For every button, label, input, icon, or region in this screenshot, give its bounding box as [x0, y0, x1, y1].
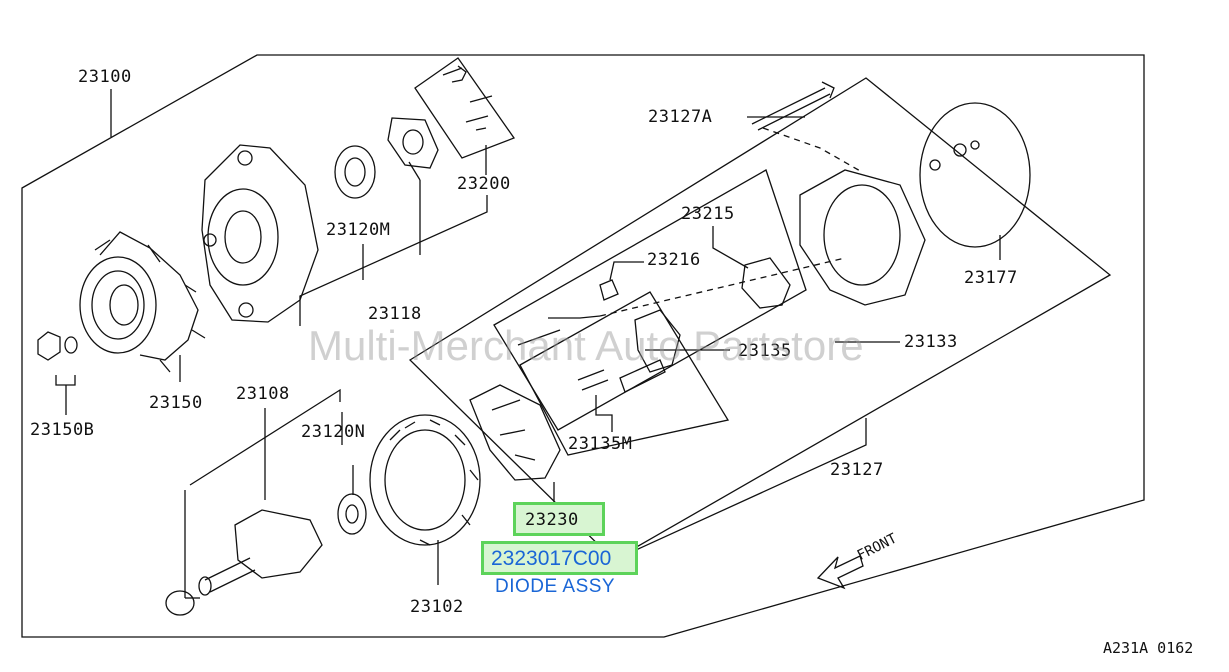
part-description[interactable]: DIODE ASSY [495, 576, 616, 597]
label-23150b: 23150B [30, 420, 95, 440]
label-23135: 23135 [738, 341, 792, 361]
label-23100: 23100 [78, 67, 132, 87]
label-23135m: 23135M [568, 434, 633, 454]
label-23215: 23215 [681, 204, 735, 224]
label-23127a: 23127A [648, 107, 713, 127]
diagram-code: A231A 0162 [1103, 639, 1194, 657]
part-number: 2323017C00 [491, 547, 612, 570]
part-number-link[interactable]: 2323017C00 [481, 541, 638, 575]
label-23230: 23230 [525, 510, 579, 530]
label-23216: 23216 [647, 250, 701, 270]
bolt-set-frame [414, 57, 516, 159]
brush-frame [519, 291, 730, 456]
label-23120n: 23120N [301, 422, 366, 442]
outer-frame [21, 54, 1145, 638]
label-23108: 23108 [236, 384, 290, 404]
rear-assembly-frame [408, 77, 1112, 561]
label-23118: 23118 [368, 304, 422, 324]
regulator-frame [493, 169, 807, 431]
label-23120m: 23120M [326, 220, 391, 240]
front-arrow [816, 555, 864, 590]
label-23177: 23177 [964, 268, 1018, 288]
label-23150: 23150 [149, 393, 203, 413]
label-23102: 23102 [410, 597, 464, 617]
label-23133: 23133 [904, 332, 958, 352]
highlighted-ref-box[interactable]: 23230 [513, 502, 605, 536]
label-23200: 23200 [457, 174, 511, 194]
watermark: Multi-Merchant Auto Partstore [308, 322, 864, 369]
label-23127: 23127 [830, 460, 884, 480]
